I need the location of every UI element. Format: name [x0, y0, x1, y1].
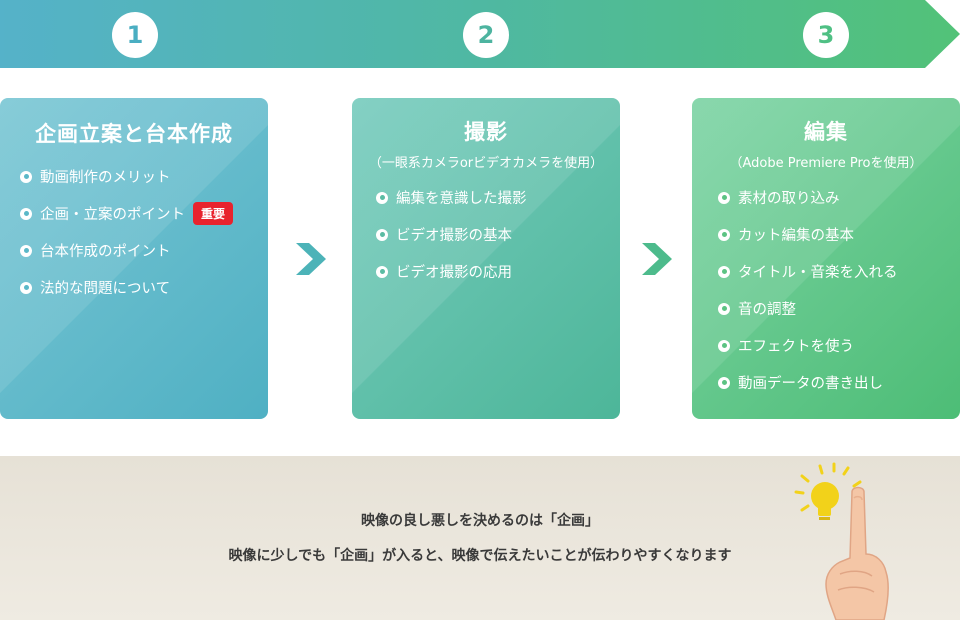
- bullet-icon: [718, 192, 730, 204]
- list-item: タイトル・音楽を入れる: [718, 253, 960, 290]
- list-item: 法的な問題について: [20, 269, 268, 306]
- list-item: カット編集の基本: [718, 216, 960, 253]
- list-item-label: 台本作成のポイント: [40, 240, 171, 261]
- list-item-label: 編集を意識した撮影: [396, 187, 527, 208]
- list-item: 動画制作のメリット: [20, 158, 268, 195]
- list-item: ビデオ撮影の基本: [376, 216, 620, 253]
- pointing-hand-icon: [780, 462, 910, 620]
- step-number-1: 1: [112, 12, 158, 58]
- list-item: 台本作成のポイント: [20, 232, 268, 269]
- bullet-icon: [718, 340, 730, 352]
- list-item: 素材の取り込み: [718, 179, 960, 216]
- card-title: 企画立案と台本作成: [0, 118, 268, 148]
- card-item-list: 動画制作のメリット 企画・立案のポイント 重要 台本作成のポイント 法的な問題に…: [0, 158, 268, 306]
- list-item: 音の調整: [718, 290, 960, 327]
- list-item: ビデオ撮影の応用: [376, 253, 620, 290]
- step-number-3: 3: [803, 12, 849, 58]
- list-item-label: 動画データの書き出し: [738, 372, 883, 393]
- step-number-2: 2: [463, 12, 509, 58]
- list-item-label: タイトル・音楽を入れる: [738, 261, 898, 282]
- card-title: 撮影: [352, 116, 620, 146]
- bullet-icon: [718, 377, 730, 389]
- bullet-icon: [20, 208, 32, 220]
- arrow-chevron-icon: [296, 243, 326, 275]
- list-item-label: 動画制作のメリット: [40, 166, 171, 187]
- card-subtitle: （一眼系カメラorビデオカメラを使用）: [352, 152, 620, 171]
- list-item-label: 音の調整: [738, 298, 796, 319]
- list-item-label: ビデオ撮影の基本: [396, 224, 512, 245]
- card-item-list: 編集を意識した撮影 ビデオ撮影の基本 ビデオ撮影の応用: [352, 179, 620, 290]
- bullet-icon: [20, 245, 32, 257]
- list-item-label: エフェクトを使う: [738, 335, 854, 356]
- card-item-list: 素材の取り込み カット編集の基本 タイトル・音楽を入れる 音の調整 エフェクトを…: [692, 179, 960, 401]
- list-item: 動画データの書き出し: [718, 364, 960, 401]
- bullet-icon: [376, 266, 388, 278]
- card-subtitle: （Adobe Premiere Proを使用）: [692, 152, 960, 171]
- bullet-icon: [20, 171, 32, 183]
- bullet-icon: [376, 229, 388, 241]
- bullet-icon: [20, 282, 32, 294]
- list-item: 編集を意識した撮影: [376, 179, 620, 216]
- list-item-label: 素材の取り込み: [738, 187, 840, 208]
- important-badge: 重要: [193, 202, 233, 225]
- bullet-icon: [718, 229, 730, 241]
- list-item-label: 法的な問題について: [40, 277, 170, 298]
- card-title: 編集: [692, 116, 960, 146]
- list-item-label: カット編集の基本: [738, 224, 854, 245]
- bullet-icon: [718, 303, 730, 315]
- step-card-planning: 企画立案と台本作成 動画制作のメリット 企画・立案のポイント 重要 台本作成のポ…: [0, 98, 268, 419]
- list-item: エフェクトを使う: [718, 327, 960, 364]
- list-item: 企画・立案のポイント 重要: [20, 195, 268, 232]
- list-item-label: 企画・立案のポイント: [40, 203, 185, 224]
- bullet-icon: [376, 192, 388, 204]
- list-item-label: ビデオ撮影の応用: [396, 261, 512, 282]
- step-card-shooting: 撮影 （一眼系カメラorビデオカメラを使用） 編集を意識した撮影 ビデオ撮影の基…: [352, 98, 620, 419]
- bullet-icon: [718, 266, 730, 278]
- arrow-chevron-icon: [642, 243, 672, 275]
- step-card-editing: 編集 （Adobe Premiere Proを使用） 素材の取り込み カット編集…: [692, 98, 960, 419]
